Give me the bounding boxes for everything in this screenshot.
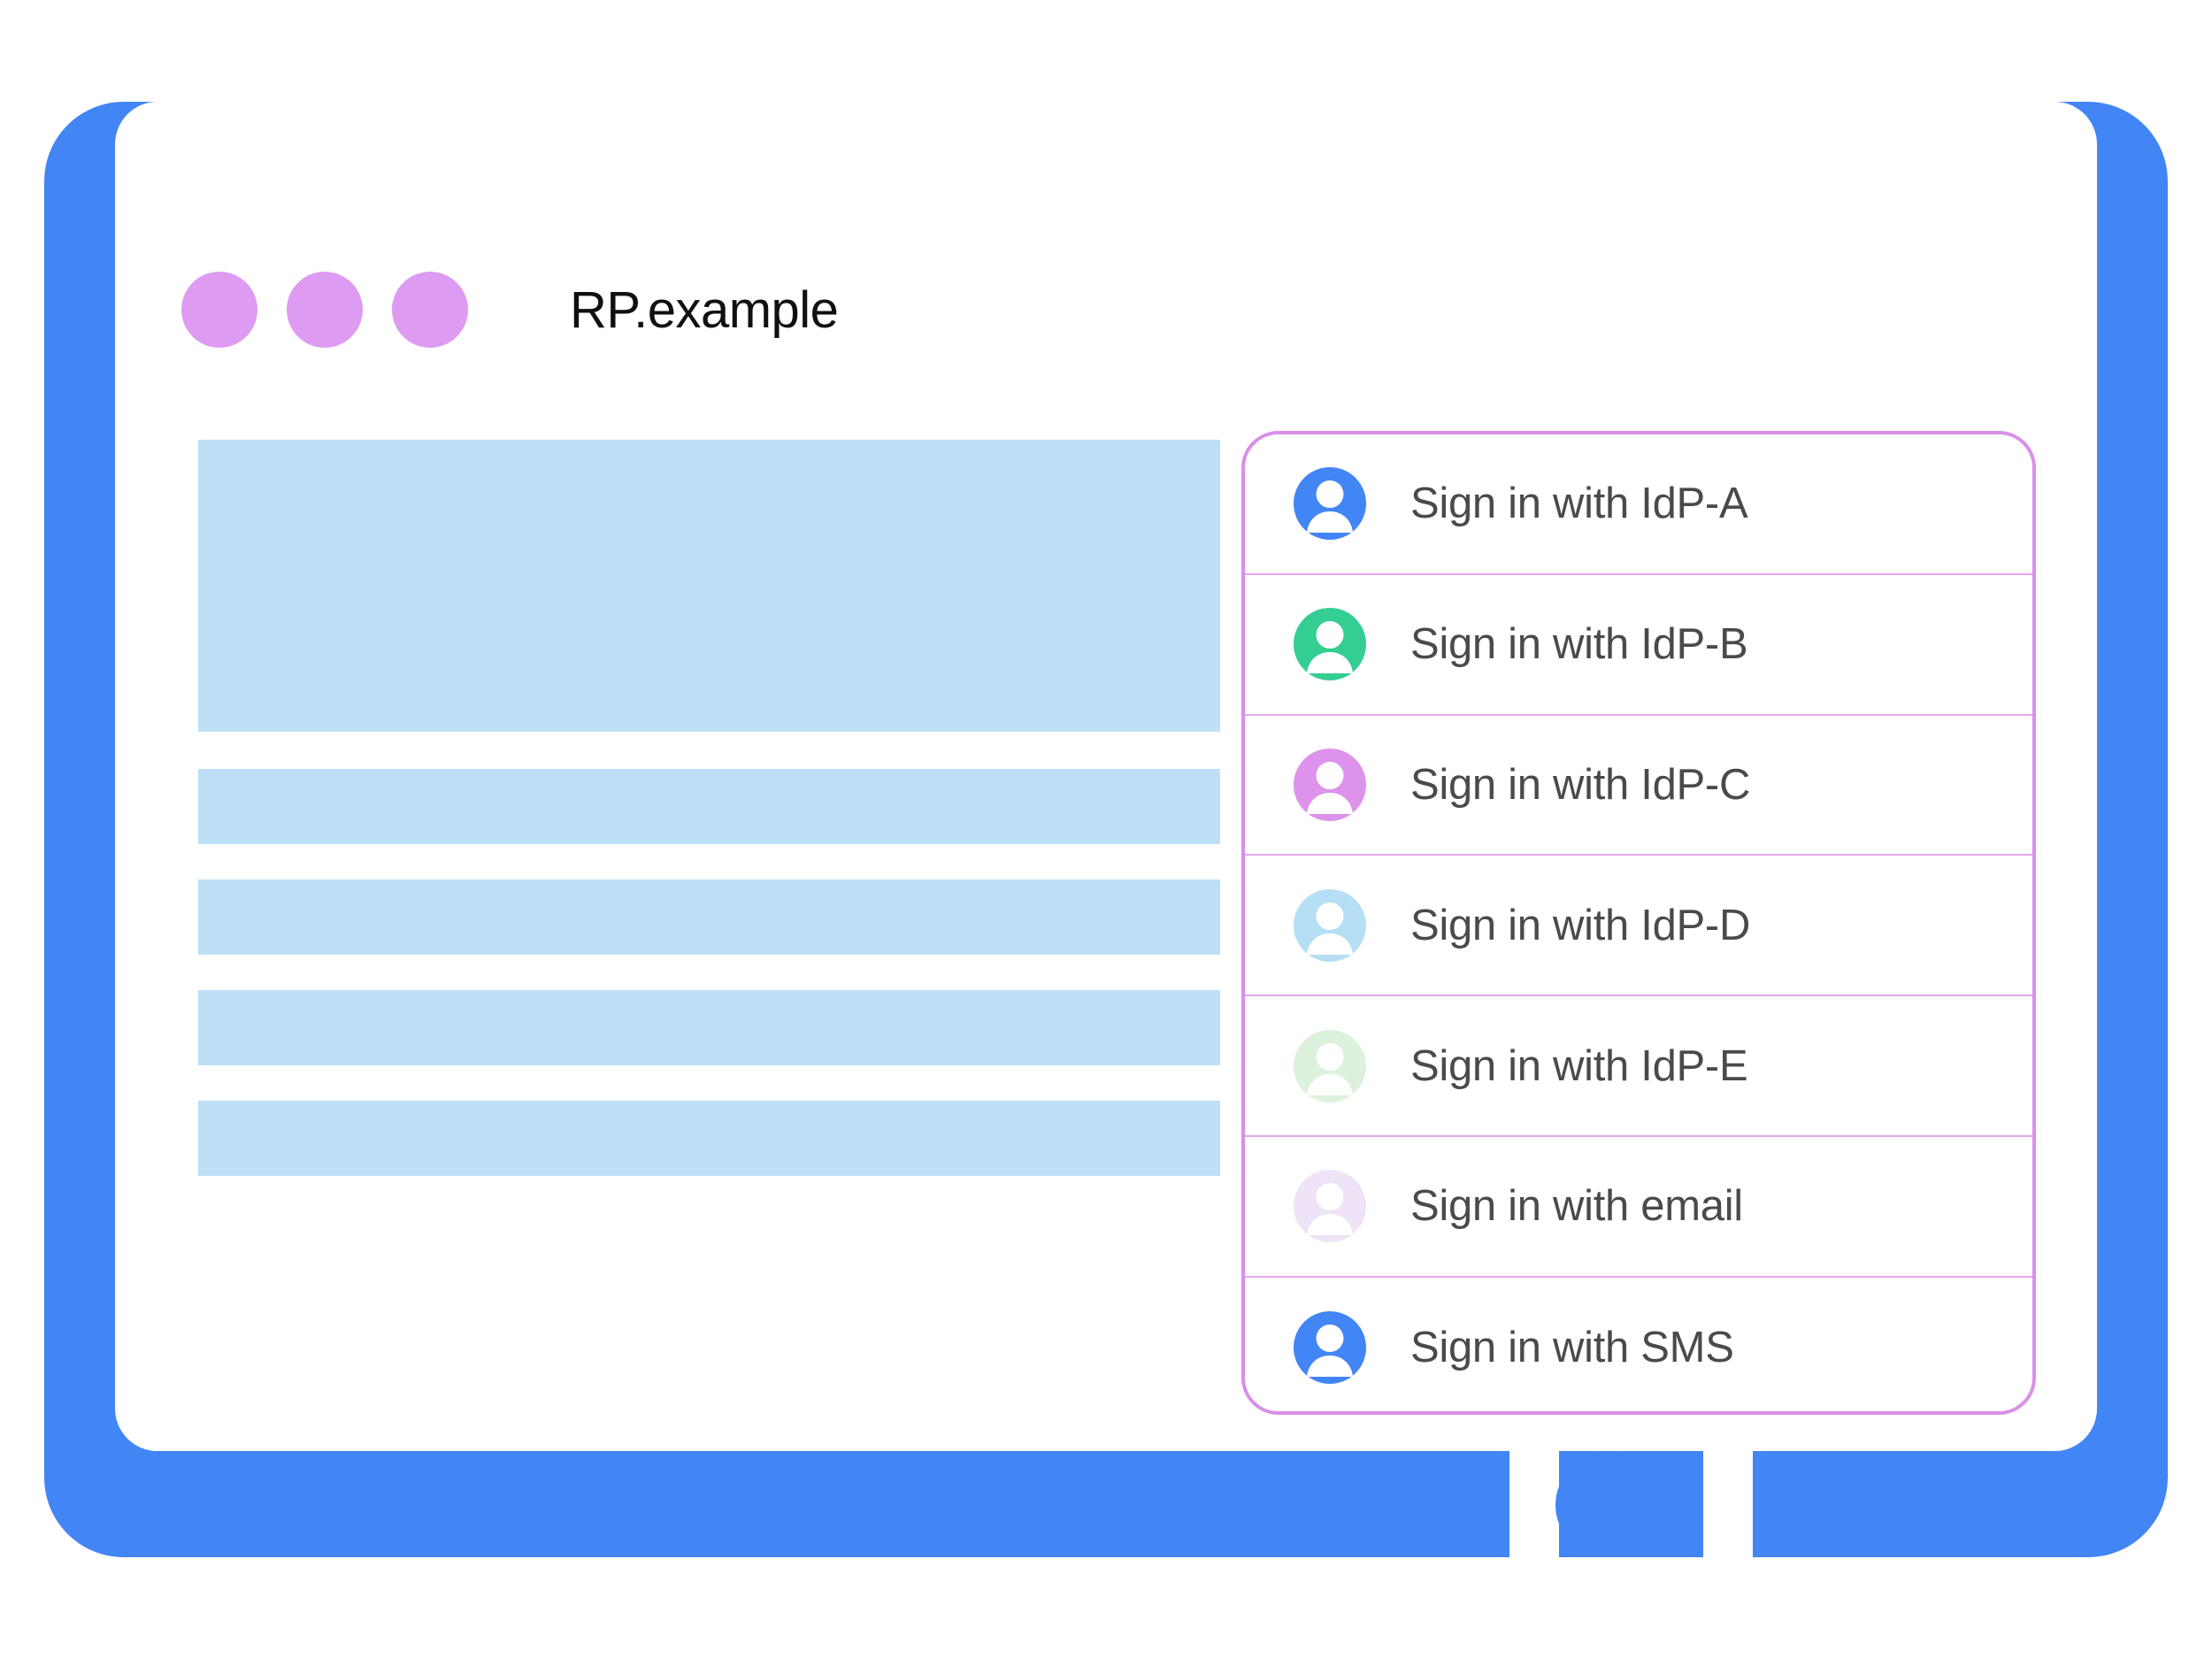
signin-option-label: Sign in with IdP-D xyxy=(1410,901,1751,949)
signin-option-label: Sign in with email xyxy=(1410,1182,1743,1231)
signin-option-label: Sign in with IdP-A xyxy=(1410,480,1748,528)
signin-option-label: Sign in with IdP-B xyxy=(1410,620,1748,669)
bezel-notch-right xyxy=(1703,1451,1753,1571)
home-button[interactable] xyxy=(1555,1454,1658,1556)
signin-option-4[interactable]: Sign in with IdP-D xyxy=(1245,856,2032,997)
account-avatar-icon xyxy=(1294,467,1366,541)
page-title: RP.example xyxy=(570,280,839,339)
titlebar: RP.example xyxy=(181,265,839,354)
signin-option-label: Sign in with IdP-E xyxy=(1410,1041,1748,1090)
window-dot-1[interactable] xyxy=(181,272,257,348)
account-avatar-icon xyxy=(1294,1170,1366,1243)
window-dot-3[interactable] xyxy=(392,272,468,348)
bezel-notch-left xyxy=(1509,1451,1559,1571)
account-avatar-icon xyxy=(1294,608,1366,681)
placeholder-hero-block-top xyxy=(198,440,1220,657)
signin-option-3[interactable]: Sign in with IdP-C xyxy=(1245,716,2032,856)
placeholder-gap xyxy=(198,844,1220,879)
placeholder-gap xyxy=(198,1065,1220,1101)
signin-option-7[interactable]: Sign in with SMS xyxy=(1245,1278,2032,1411)
placeholder-gap xyxy=(198,955,1220,990)
signin-account-chooser-panel: Sign in with IdP-A Sign in with IdP-B Sign… xyxy=(1241,431,2036,1415)
placeholder-gap xyxy=(198,732,1220,769)
account-avatar-icon xyxy=(1294,1311,1366,1385)
placeholder-text-bar-3 xyxy=(198,990,1220,1065)
window-dot-2[interactable] xyxy=(287,272,363,348)
placeholder-text-bar-2 xyxy=(198,879,1220,955)
signin-option-1[interactable]: Sign in with IdP-A xyxy=(1245,434,2032,575)
account-avatar-icon xyxy=(1294,748,1366,821)
signin-option-label: Sign in with IdP-C xyxy=(1410,760,1751,809)
content-placeholder xyxy=(198,440,1220,1176)
account-avatar-icon xyxy=(1294,1029,1366,1102)
account-avatar-icon xyxy=(1294,888,1366,962)
signin-option-6[interactable]: Sign in with email xyxy=(1245,1137,2032,1278)
signin-option-label: Sign in with SMS xyxy=(1410,1324,1734,1372)
placeholder-text-bar-4 xyxy=(198,1101,1220,1176)
signin-option-2[interactable]: Sign in with IdP-B xyxy=(1245,575,2032,716)
placeholder-hero-block-bottom xyxy=(198,657,1220,732)
placeholder-text-bar-1 xyxy=(198,769,1220,844)
signin-option-5[interactable]: Sign in with IdP-E xyxy=(1245,996,2032,1137)
